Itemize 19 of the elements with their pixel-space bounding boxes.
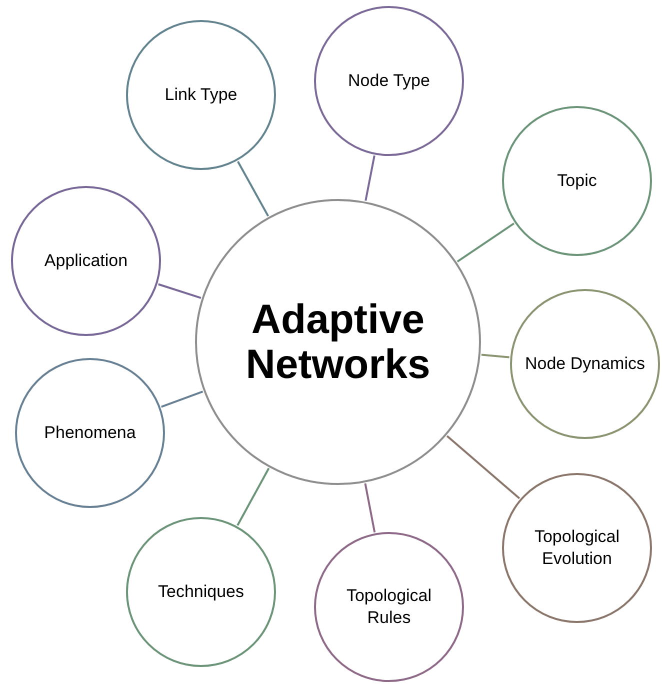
connector-line xyxy=(456,222,515,262)
topic-label: Topological Rules xyxy=(345,584,433,629)
connector-line xyxy=(446,435,520,500)
topic-label: Topic xyxy=(556,170,598,192)
connector-line xyxy=(364,483,376,533)
connector-line xyxy=(236,468,270,526)
topic-label: Topological Evolution xyxy=(533,526,621,570)
connector-line xyxy=(161,390,204,408)
topic-label: Phenomena xyxy=(43,422,137,444)
connector-line xyxy=(158,283,202,299)
topic-label: Node Dynamics xyxy=(524,352,646,375)
topic-label: Node Type xyxy=(347,70,431,92)
topic-label: Application xyxy=(43,250,129,272)
topic-label: Link Type xyxy=(164,84,238,106)
central-title: Adaptive Networks xyxy=(244,296,432,388)
topic-label: Techniques xyxy=(156,580,245,603)
connector-line xyxy=(481,354,510,358)
connector-line xyxy=(364,155,376,201)
connector-line xyxy=(237,160,270,217)
